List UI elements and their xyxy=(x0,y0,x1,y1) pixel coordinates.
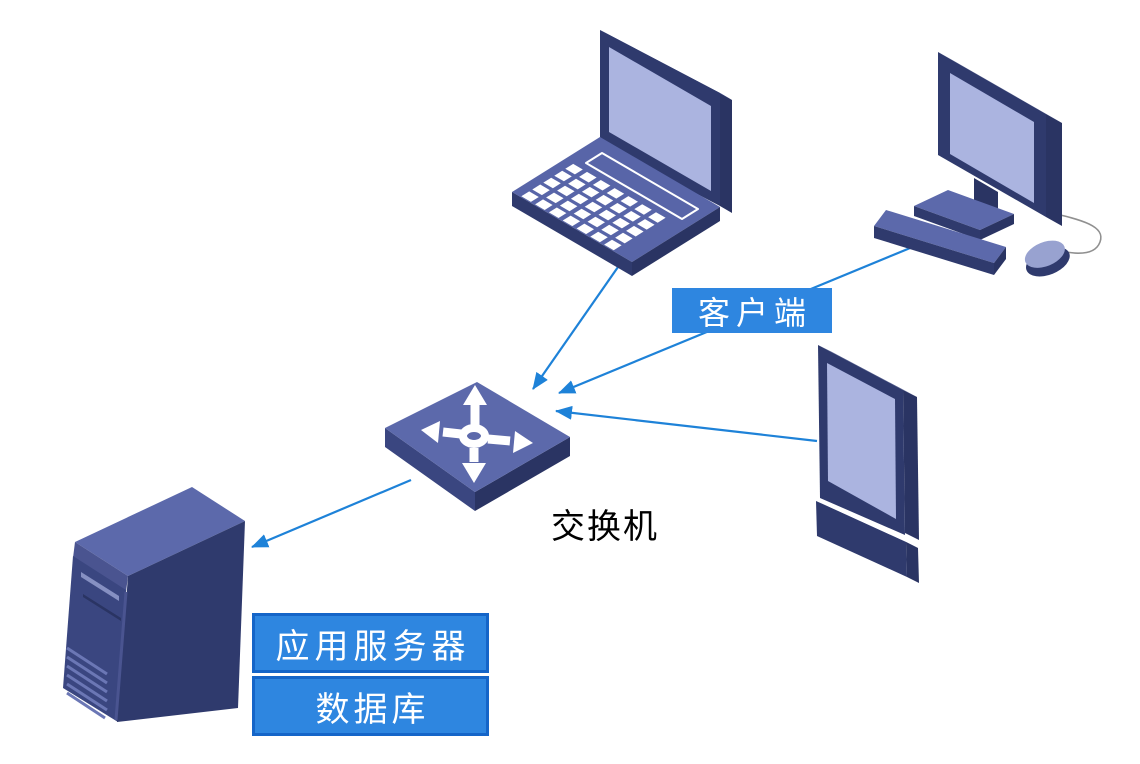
laptop-key xyxy=(606,188,625,199)
monitor-top-edge xyxy=(938,52,1062,123)
mouse-body xyxy=(1024,240,1065,268)
laptop-key xyxy=(612,217,630,229)
laptop-key xyxy=(554,170,572,182)
server-corner-highlight xyxy=(114,591,128,721)
laptop-key xyxy=(557,185,575,197)
monitor-stand-base-front xyxy=(914,206,980,240)
laptop-key xyxy=(598,209,616,221)
laptop-key xyxy=(587,216,605,228)
laptop-base-front-left xyxy=(512,192,632,276)
laptop-key xyxy=(543,177,561,189)
desktop-computer xyxy=(874,52,1102,277)
desktop-keyboard-side xyxy=(994,247,1006,275)
app-server-label: 应用服务器 xyxy=(252,613,489,673)
laptop-key xyxy=(521,191,539,202)
laptop-key xyxy=(535,199,553,210)
laptop xyxy=(512,30,732,276)
monitor-stand-base-side xyxy=(980,214,1014,240)
laptop-key xyxy=(573,208,592,220)
server-front-bezel xyxy=(73,542,128,592)
tablet-base-side xyxy=(906,542,919,583)
arrow-laptop-to-switch xyxy=(532,266,619,390)
laptop-key xyxy=(532,184,550,196)
laptop-key xyxy=(601,224,619,236)
laptop-key xyxy=(595,194,614,206)
tablet-screen xyxy=(827,363,896,519)
laptop-key xyxy=(579,171,597,183)
network-switch xyxy=(385,382,570,511)
laptop-key xyxy=(623,211,641,222)
laptop-lid-side xyxy=(720,93,732,213)
laptop-key xyxy=(637,219,655,230)
server-slot-line xyxy=(83,594,121,621)
server-top xyxy=(75,487,245,576)
switch-glyph-ring xyxy=(459,424,489,448)
laptop-key xyxy=(576,223,594,235)
laptop-key xyxy=(562,215,581,227)
switch-top xyxy=(385,382,570,492)
laptop-key xyxy=(565,163,583,175)
laptop-key xyxy=(620,196,638,207)
laptop-key xyxy=(609,203,627,214)
laptop-key xyxy=(626,225,644,237)
laptop-key xyxy=(615,232,633,244)
server-front-panel xyxy=(63,556,126,722)
laptop-keys xyxy=(521,163,666,251)
laptop-key xyxy=(570,193,589,205)
laptop-base-front-right xyxy=(632,207,720,276)
laptop-key xyxy=(590,231,608,243)
laptop-key xyxy=(548,207,567,218)
monitor-screen xyxy=(950,73,1034,203)
monitor-side xyxy=(1046,114,1062,226)
tablet-side xyxy=(903,390,919,540)
switch-arrows-glyph xyxy=(421,385,533,483)
tablet xyxy=(816,345,919,583)
switch-label: 交换机 xyxy=(551,507,659,546)
laptop-key xyxy=(634,204,652,215)
arrow-switch-to-server xyxy=(251,478,412,549)
laptop-key xyxy=(584,201,603,213)
switch-side-right xyxy=(475,437,570,511)
desktop-keyboard-front xyxy=(874,226,994,275)
laptop-base xyxy=(512,137,720,262)
desktop-mouse xyxy=(1024,240,1070,277)
monitor-stand-base xyxy=(914,190,1014,230)
database-label: 数据库 xyxy=(252,676,489,736)
server-side-panel xyxy=(117,521,245,722)
server-vents xyxy=(66,646,108,720)
client-label: 客户端 xyxy=(672,288,832,333)
laptop-key xyxy=(592,180,611,191)
laptop-key xyxy=(604,239,622,251)
laptop-screen xyxy=(609,47,711,191)
server-cd-slot xyxy=(81,572,119,601)
laptop-key xyxy=(581,186,600,198)
laptop-key xyxy=(546,192,564,204)
tablet-base xyxy=(816,501,907,577)
arrow-tablet-to-switch xyxy=(555,405,818,443)
server-tower xyxy=(63,487,245,722)
desktop-keyboard xyxy=(874,210,1006,263)
laptop-key xyxy=(559,200,578,212)
tablet-top-edge xyxy=(818,345,917,397)
laptop-key xyxy=(568,178,586,190)
laptop-hinge-bar xyxy=(585,152,699,220)
switch-side-left xyxy=(385,428,475,511)
laptop-key xyxy=(648,212,666,223)
